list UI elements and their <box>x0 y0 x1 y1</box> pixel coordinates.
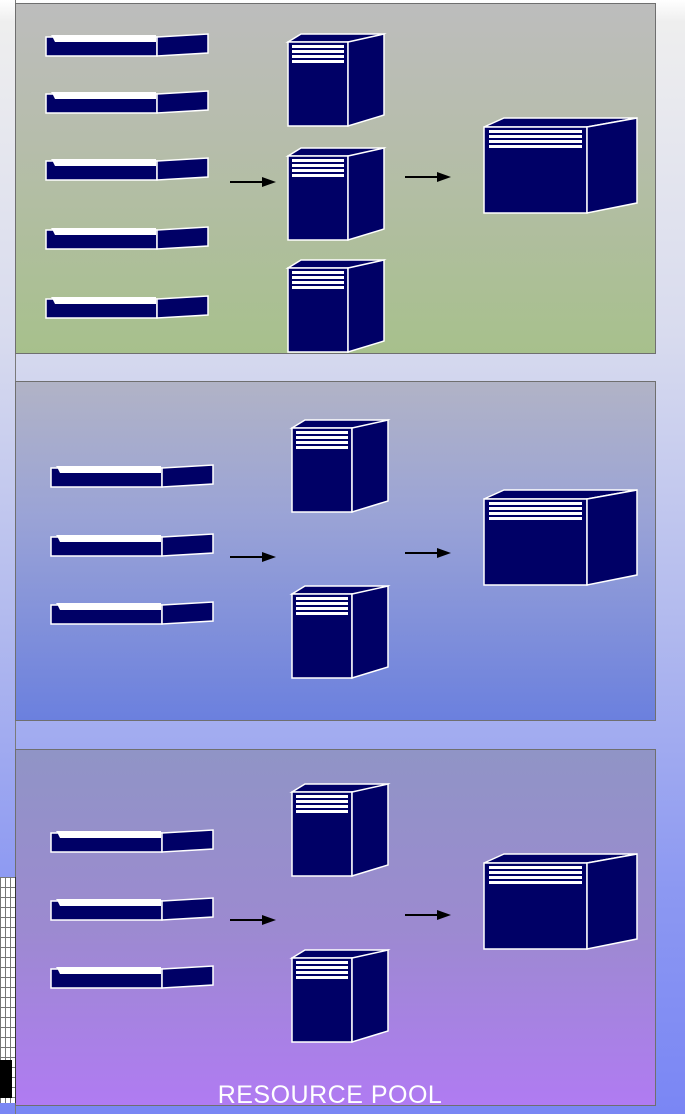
resource-pool-label: RESOURCE POOL <box>217 1081 443 1109</box>
flow-arrow-icon <box>405 910 451 920</box>
tower-server-icon <box>285 147 387 242</box>
drive-unit-icon <box>50 897 214 921</box>
drive-unit-icon <box>45 33 209 57</box>
drive-unit-icon <box>45 295 209 319</box>
tower-server-icon <box>289 949 391 1044</box>
drive-unit-icon <box>45 157 209 181</box>
tower-server-icon <box>285 33 387 128</box>
side-black-block <box>0 1060 12 1098</box>
tower-server-icon <box>285 259 387 354</box>
drive-unit-icon <box>50 464 214 488</box>
flow-arrow-icon <box>405 172 451 182</box>
drive-unit-icon <box>50 533 214 557</box>
large-unit-icon <box>483 489 638 586</box>
drive-unit-icon <box>50 965 214 989</box>
side-grid-fragment <box>0 877 16 1103</box>
drive-unit-icon <box>50 601 214 625</box>
tower-server-icon <box>289 783 391 878</box>
flow-arrow-icon <box>230 915 276 925</box>
flow-arrow-icon <box>405 548 451 558</box>
tower-server-icon <box>289 419 391 514</box>
flow-arrow-icon <box>230 177 276 187</box>
flow-arrow-icon <box>230 552 276 562</box>
large-unit-icon <box>483 853 638 950</box>
tower-server-icon <box>289 585 391 680</box>
drive-unit-icon <box>45 226 209 250</box>
drive-unit-icon <box>45 90 209 114</box>
drive-unit-icon <box>50 829 214 853</box>
large-unit-icon <box>483 117 638 214</box>
